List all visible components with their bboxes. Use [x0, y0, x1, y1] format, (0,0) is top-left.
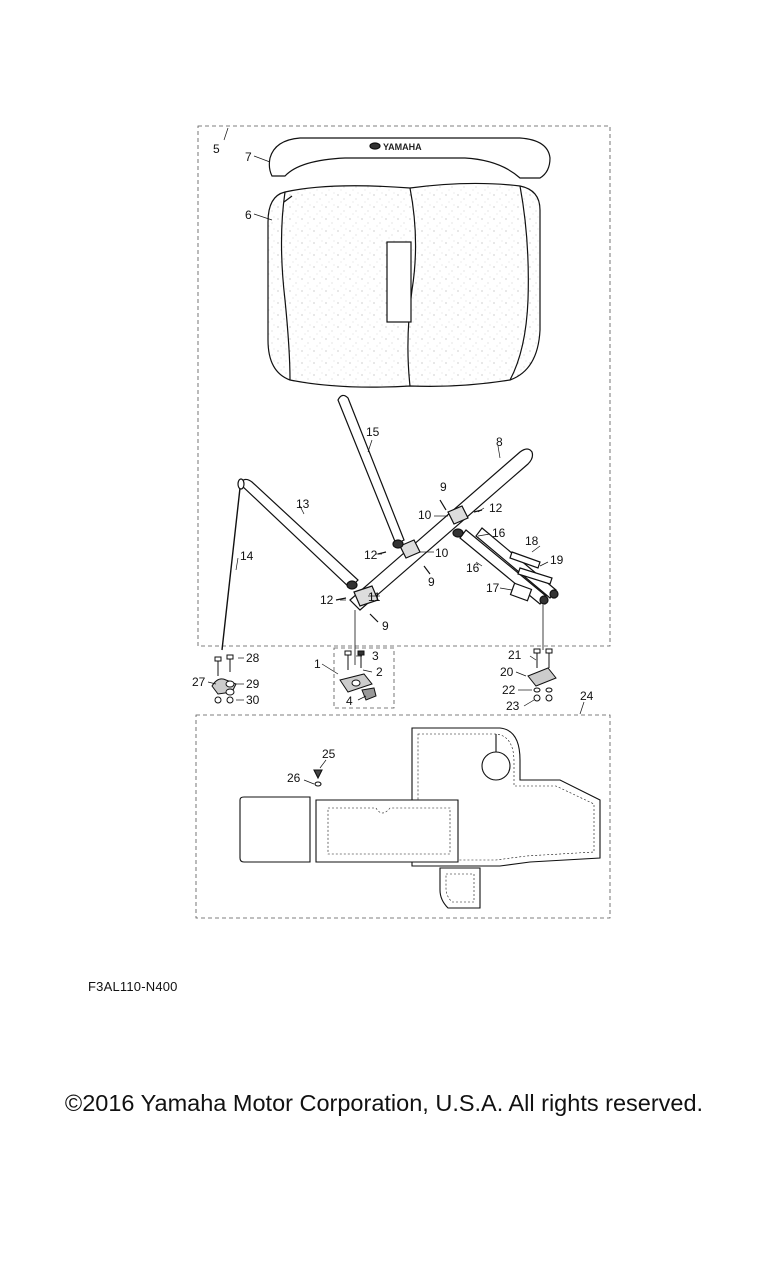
- callout-30: 30: [246, 693, 260, 707]
- callout-29: 29: [246, 677, 260, 691]
- callout-27: 27: [192, 675, 206, 689]
- callout-2: 2: [376, 665, 383, 679]
- callout-28: 28: [246, 651, 260, 665]
- drawing-code: F3AL110-N400: [88, 979, 178, 994]
- left-mount-hardware: [211, 654, 237, 704]
- callout-13: 13: [296, 497, 310, 511]
- strap: [221, 487, 241, 651]
- callout-3: 3: [372, 649, 379, 663]
- callout-12-b: 12: [364, 548, 378, 562]
- pole-left: [239, 478, 359, 589]
- callout-12-a: 12: [489, 501, 503, 515]
- leader-lines: [207, 127, 585, 785]
- callout-25: 25: [322, 747, 336, 761]
- group-box-bracket: [333, 647, 395, 709]
- center-bracket-hardware: [339, 650, 377, 701]
- callout-10-b: 10: [435, 546, 449, 560]
- pole-main: [349, 448, 534, 611]
- pole-right-b: [475, 527, 557, 599]
- callout-26: 26: [287, 771, 301, 785]
- callout-15: 15: [366, 425, 380, 439]
- callout-6: 6: [245, 208, 252, 222]
- right-mount-hardware: [527, 648, 557, 702]
- frame-poles: [221, 394, 559, 665]
- callout-20: 20: [500, 665, 514, 679]
- callout-23: 23: [506, 699, 520, 713]
- callout-4: 4: [346, 694, 353, 708]
- callout-5: 5: [213, 142, 220, 156]
- copyright-notice: ©2016 Yamaha Motor Corporation, U.S.A. A…: [64, 1090, 704, 1116]
- callout-1: 1: [314, 657, 321, 671]
- yamaha-logo: YAMAHA: [383, 142, 422, 152]
- callout-11: 11: [368, 590, 381, 604]
- callout-12-c: 12: [320, 593, 334, 607]
- callout-9-a: 9: [440, 480, 447, 494]
- callout-24: 24: [580, 689, 594, 703]
- callout-22: 22: [502, 683, 516, 697]
- callout-9-b: 9: [428, 575, 435, 589]
- deck-mat-set: [239, 727, 601, 909]
- callout-7: 7: [245, 150, 252, 164]
- group-box-mat: [195, 714, 611, 919]
- group-box-upper: [197, 125, 611, 647]
- callout-18: 18: [525, 534, 539, 548]
- callout-14: 14: [240, 549, 254, 563]
- callout-8-label: 8: [496, 435, 503, 449]
- canopy-cover: [267, 182, 541, 388]
- callout-labels: 5 7 6 15 8 13 14 9 10 12 16 18 12 10 19 …: [192, 142, 594, 785]
- callout-16-a: 16: [492, 526, 506, 540]
- callout-17: 17: [486, 581, 500, 595]
- pole-upper: [337, 394, 405, 545]
- callout-21: 21: [508, 648, 522, 662]
- top-front-trim: YAMAHA: [268, 137, 551, 179]
- callout-19: 19: [550, 553, 564, 567]
- callout-16-b: 16: [466, 561, 480, 575]
- callout-9-c: 9: [382, 619, 389, 633]
- callout-10-a: 10: [418, 508, 432, 522]
